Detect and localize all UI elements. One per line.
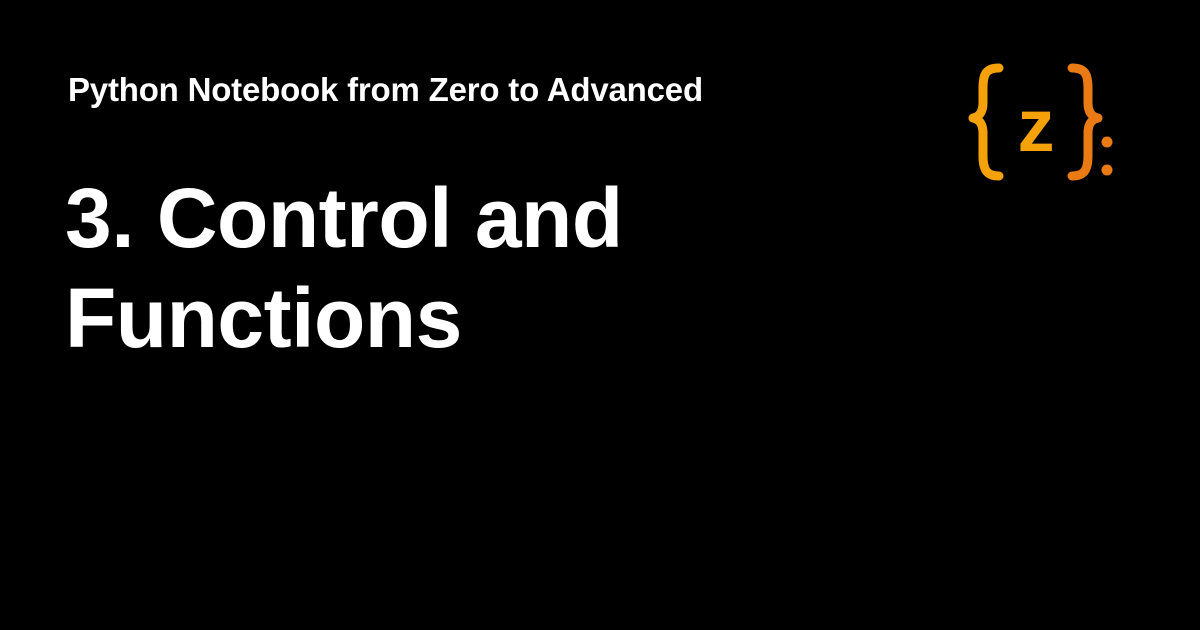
left-brace-icon (968, 63, 1004, 181)
logo-colon-bottom-dot (1101, 164, 1113, 176)
logo-letter: z (1018, 84, 1055, 167)
logo-colon-top-dot (1101, 136, 1113, 148)
series-title: Python Notebook from Zero to Advanced (68, 71, 703, 108)
page-title-line-1: 3. Control and (65, 171, 623, 265)
zero-to-advanced-logo-icon: z (968, 63, 1113, 181)
page-title: 3. Control and Functions (65, 168, 825, 368)
right-brace-icon (1067, 63, 1103, 181)
page-title-line-2: Functions (65, 271, 462, 365)
